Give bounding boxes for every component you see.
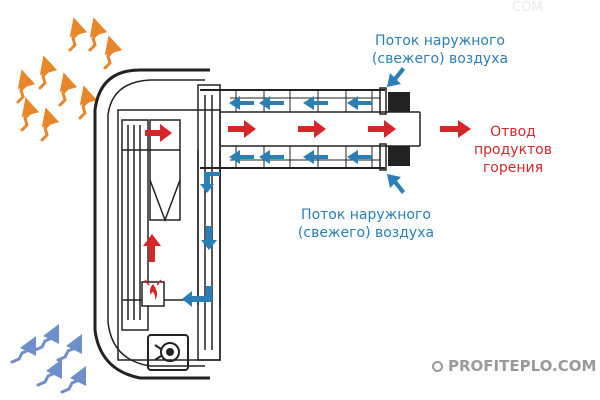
fresh-air-label-bottom: Поток наружного (свежего) воздуха <box>262 206 470 242</box>
watermark-text: PROFITEPLO.COM <box>448 357 597 375</box>
fan-icon <box>147 334 189 371</box>
exhaust-label-line3: горения <box>482 160 544 176</box>
fresh-air-label-bottom-line2: (свежего) воздуха <box>297 225 435 241</box>
exhaust-arrows <box>143 120 471 262</box>
fresh-air-label-top-line2: (свежего) воздуха <box>371 51 509 67</box>
cold-air-icon <box>10 323 87 394</box>
fresh-air-arrows <box>182 67 405 307</box>
fresh-air-label-bottom-line1: Поток наружного <box>301 207 431 223</box>
boiler-body <box>117 84 221 361</box>
watermark-top: COM <box>512 0 543 15</box>
exhaust-label: Отвод продуктов горения <box>458 123 568 177</box>
exhaust-label-line2: продуктов <box>474 142 552 158</box>
watermark-logo-icon <box>432 361 443 372</box>
boiler-casing <box>93 68 210 380</box>
heat-wave-icon <box>16 17 123 142</box>
fresh-air-label-top-line1: Поток наружного <box>375 33 505 49</box>
exhaust-label-line1: Отвод <box>490 124 536 140</box>
wall-flange <box>379 87 410 171</box>
flame-icon <box>141 279 165 307</box>
watermark: PROFITEPLO.COM <box>432 357 596 375</box>
fresh-air-label-top: Поток наружного (свежего) воздуха <box>340 32 540 68</box>
